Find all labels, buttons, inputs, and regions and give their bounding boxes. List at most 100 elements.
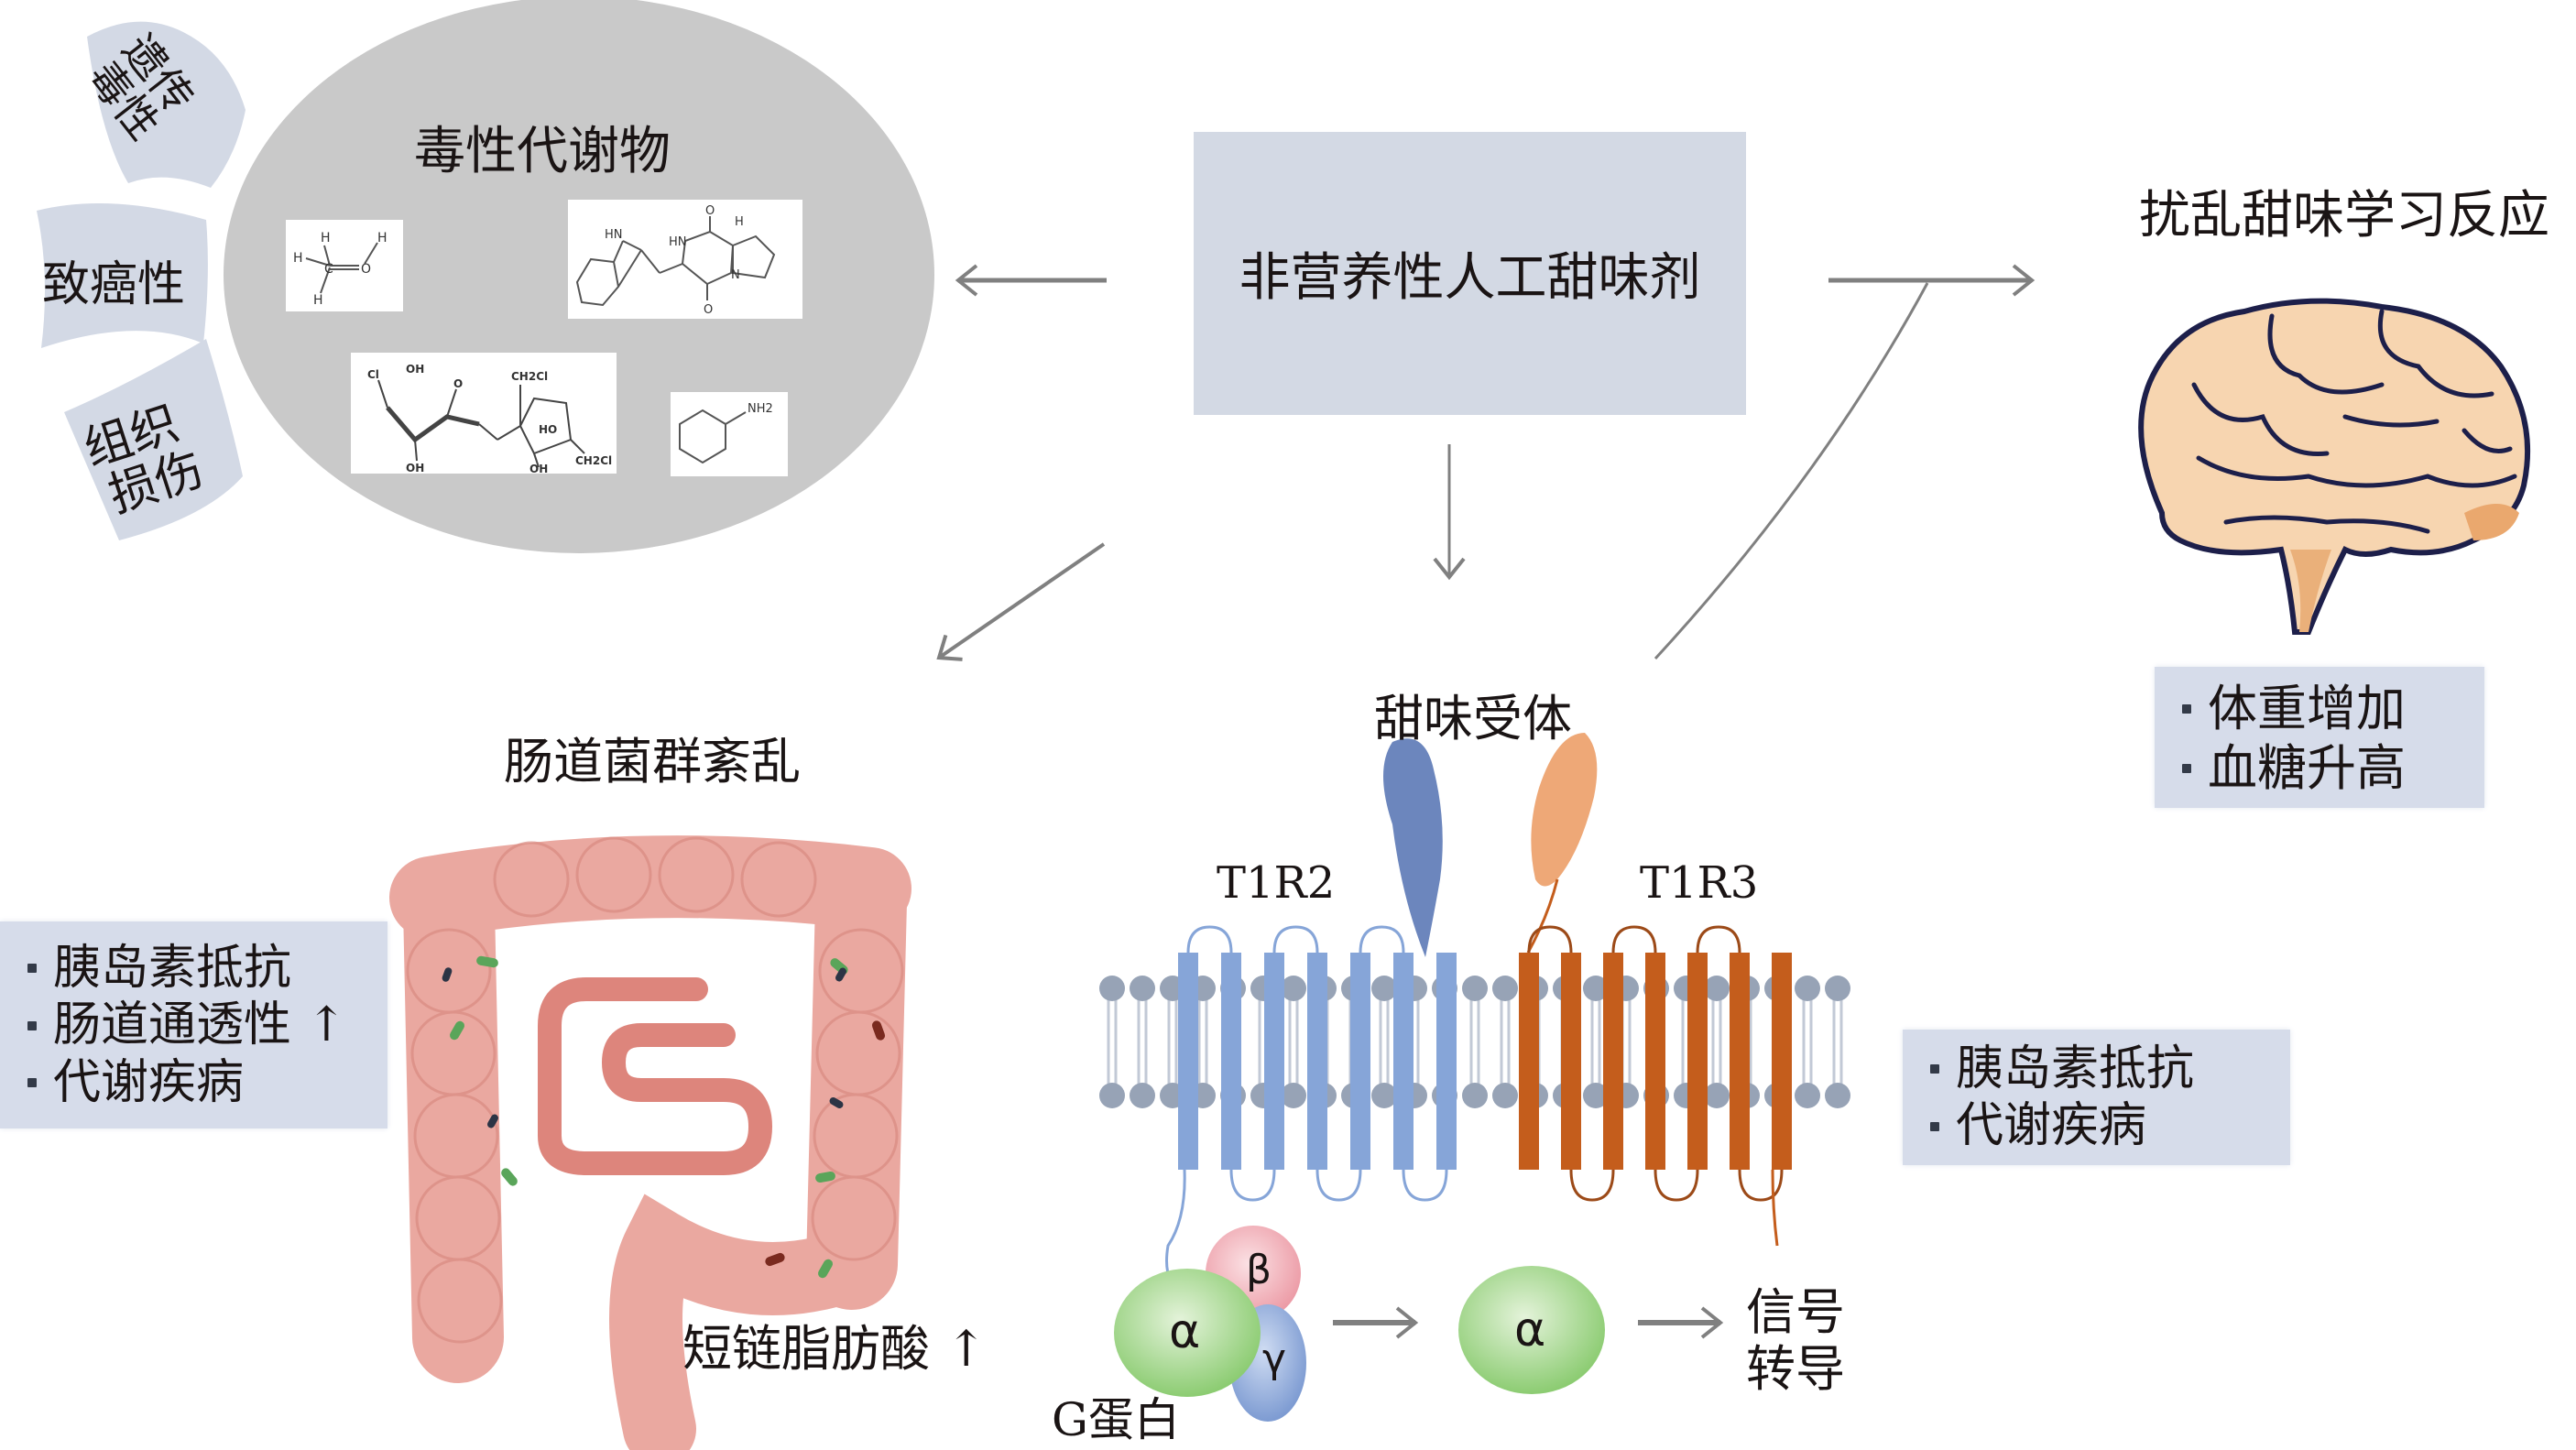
lipid-head xyxy=(1704,976,1730,1001)
receptor-to-brain-curve xyxy=(1654,282,1929,660)
colon-illustration xyxy=(389,835,911,1450)
t1r3-label: T1R3 xyxy=(1640,857,1759,909)
lipid-head xyxy=(1099,1083,1125,1108)
g-beta-label: β xyxy=(1246,1247,1272,1293)
transmembrane-helix xyxy=(1264,953,1284,1170)
lipid-head xyxy=(1281,1083,1306,1108)
atom-label: H xyxy=(377,231,387,245)
signal-line: 转导 xyxy=(1746,1340,1845,1399)
gut-effects-box: 胰岛素抵抗 肠道通透性 ↑ 代谢疾病 xyxy=(0,921,387,1128)
molecule-sucralose: Cl OH O CH2Cl HO OH OH CH2Cl xyxy=(351,353,617,475)
g-alpha-subunit xyxy=(1114,1269,1261,1397)
atom-label: HN xyxy=(669,235,687,249)
extracellular-loop xyxy=(1359,925,1405,954)
t1r2-receptor xyxy=(1165,738,1457,1288)
gut-effect-item: 代谢疾病 xyxy=(27,1054,387,1111)
atom-label: O xyxy=(704,303,713,317)
transmembrane-helix xyxy=(1687,953,1708,1170)
arrow-to-gut xyxy=(936,542,1106,661)
g-gamma-label: γ xyxy=(1262,1336,1287,1382)
lipid-head xyxy=(1825,1083,1850,1108)
intracellular-loop xyxy=(1402,1169,1448,1202)
lipid-head xyxy=(1281,976,1306,1001)
intracellular-loop xyxy=(1569,1169,1615,1202)
brain-effect-item: 体重增加 xyxy=(2182,680,2484,739)
atom-label: H xyxy=(735,215,744,229)
lipid-head xyxy=(1462,976,1488,1001)
receptor-effects-box: 胰岛素抵抗 代谢疾病 xyxy=(1903,1030,2290,1165)
metabolites-title: 毒性代谢物 xyxy=(414,122,671,181)
extracellular-loop xyxy=(1611,925,1657,954)
atom-label: HN xyxy=(605,228,623,242)
gut-effect-item: 胰岛素抵抗 xyxy=(27,940,387,997)
t1r2-label: T1R2 xyxy=(1217,857,1336,909)
t1r3-receptor xyxy=(1519,733,1792,1247)
atom-label: CH2Cl xyxy=(575,454,612,467)
atom-label: Cl xyxy=(367,368,379,381)
molecule-methanol: H H C O H H xyxy=(286,220,403,311)
brain-effect-item: 血糖升高 xyxy=(2182,739,2484,799)
receptor-effect-text: 代谢疾病 xyxy=(1956,1098,2147,1154)
atom-label: HO xyxy=(539,423,557,436)
g-alpha-free-label: α xyxy=(1514,1303,1546,1357)
signal-transduction-label: 信号 转导 xyxy=(1746,1283,1845,1399)
lipid-head xyxy=(1492,1083,1518,1108)
atom-label: CH2Cl xyxy=(511,370,548,383)
receptor-effect-text: 胰岛素抵抗 xyxy=(1956,1041,2195,1096)
gut-effect-item: 肠道通透性 ↑ xyxy=(27,997,387,1053)
lipid-head xyxy=(1130,976,1155,1001)
intracellular-loop xyxy=(1315,1169,1362,1202)
effect-carcinogenicity: 致癌性 xyxy=(42,257,186,312)
molecule-cyclohexylamine: NH2 xyxy=(671,392,788,476)
gut-effect-text: 代谢疾病 xyxy=(53,1054,245,1110)
atom-label: N xyxy=(731,268,740,282)
transmembrane-helix xyxy=(1645,953,1665,1170)
bullet-icon xyxy=(27,1077,37,1087)
extracellular-loop xyxy=(1696,925,1741,954)
atom-label: NH2 xyxy=(748,402,773,416)
brain-effects-box: 体重增加 血糖升高 xyxy=(2155,667,2484,808)
lipid-head xyxy=(1492,976,1518,1001)
extracellular-loop xyxy=(1272,925,1319,954)
lipid-head xyxy=(1704,1083,1730,1108)
bullet-icon xyxy=(27,1020,37,1030)
transmembrane-helix xyxy=(1307,953,1327,1170)
sweetener-label: 非营养性人工甜味剂 xyxy=(1239,248,1701,308)
transmembrane-helix xyxy=(1350,953,1370,1170)
atom-label: OH xyxy=(529,463,548,474)
brain-illustration xyxy=(2138,298,2531,635)
gut-title: 肠道菌群紊乱 xyxy=(504,733,801,790)
receptor-title: 甜味受体 xyxy=(1374,690,1572,747)
atom-label: H xyxy=(293,251,303,266)
lipid-head xyxy=(1795,976,1820,1001)
lipid-head xyxy=(1371,1083,1397,1108)
brain-title: 扰乱甜味学习反应 xyxy=(2139,186,2549,245)
lipid-head xyxy=(1795,1083,1820,1108)
scfa-label: 短链脂肪酸 ↑ xyxy=(682,1320,988,1378)
extracellular-loop xyxy=(1527,925,1573,954)
bullet-icon xyxy=(1930,1121,1939,1131)
atom-label: H xyxy=(313,293,323,308)
gut-effect-text: 肠道通透性 ↑ xyxy=(53,998,347,1053)
transmembrane-helix xyxy=(1730,953,1750,1170)
lipid-head xyxy=(1130,1083,1155,1108)
receptor-effect-item: 代谢疾病 xyxy=(1930,1097,2290,1154)
gut-effect-text: 胰岛素抵抗 xyxy=(53,941,292,996)
transmembrane-helix xyxy=(1436,953,1457,1170)
receptor-effect-item: 胰岛素抵抗 xyxy=(1930,1041,2290,1097)
atom-label: O xyxy=(705,204,715,218)
intracellular-loop xyxy=(1654,1169,1699,1202)
transmembrane-helix xyxy=(1519,953,1539,1170)
g-alpha-free xyxy=(1458,1266,1605,1394)
sweetener-box: 非营养性人工甜味剂 xyxy=(1194,132,1746,415)
transmembrane-helix xyxy=(1561,953,1581,1170)
lipid-head xyxy=(1371,976,1397,1001)
atom-label: H xyxy=(321,231,331,245)
effect-ribbon-genotoxicity xyxy=(87,21,246,188)
lipid-head xyxy=(1583,976,1609,1001)
atom-label: OH xyxy=(406,363,424,376)
intracellular-loop xyxy=(1229,1169,1276,1202)
transmembrane-helix xyxy=(1603,953,1623,1170)
effect-ribbon-tissue-damage xyxy=(64,339,243,540)
atom-label: O xyxy=(361,262,371,277)
